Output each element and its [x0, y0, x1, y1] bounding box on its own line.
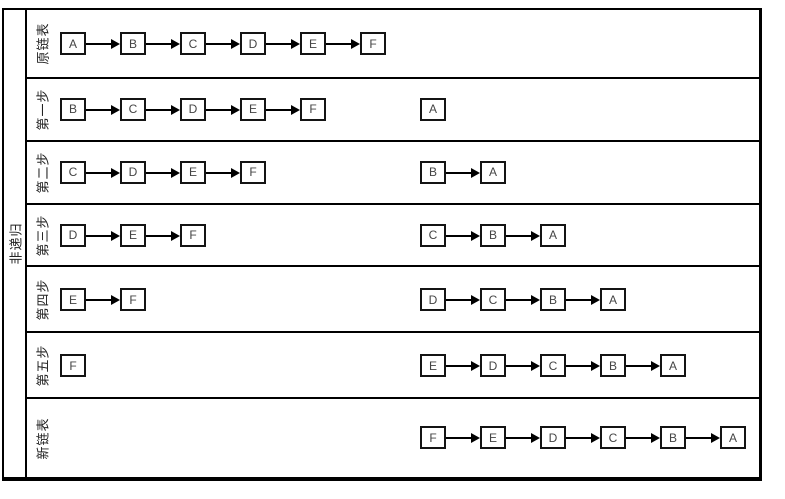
next-pointer-arrow-icon	[266, 104, 300, 115]
next-pointer-arrow-icon	[86, 104, 120, 115]
list-node-e: E	[480, 426, 506, 450]
list-node-d: D	[180, 97, 206, 121]
next-pointer-arrow-icon	[206, 167, 240, 178]
rows-container: 原链表 A B C D E F 第一步 B C D E F A 第二步 C D E F B A 第三步 D E F C B A 第四步 E…	[27, 10, 759, 477]
list-node-c: C	[180, 32, 206, 55]
next-pointer-arrow-icon	[446, 295, 480, 306]
list-node-e: E	[60, 288, 86, 312]
list-node-d: D	[240, 32, 266, 55]
row-label: 第四步	[35, 278, 51, 321]
step-row: 第五步 F E D C B A	[27, 333, 759, 400]
next-pointer-arrow-icon	[566, 295, 600, 306]
row-label-zone: 第五步	[27, 333, 57, 397]
next-pointer-arrow-icon	[206, 104, 240, 115]
row-label: 原链表	[35, 22, 51, 65]
step-row: 第二步 C D E F B A	[27, 142, 759, 205]
list-node-c: C	[120, 97, 146, 121]
next-pointer-arrow-icon	[506, 361, 540, 372]
side-label-cell: 非递归	[4, 10, 27, 477]
list-node-a: A	[600, 288, 626, 312]
next-pointer-arrow-icon	[626, 361, 660, 372]
list-node-c: C	[420, 223, 446, 247]
step-row: 第三步 D E F C B A	[27, 205, 759, 268]
list-node-b: B	[660, 426, 686, 450]
list-node-b: B	[120, 32, 146, 55]
row-label-zone: 原链表	[27, 10, 57, 77]
list-node-b: B	[60, 97, 86, 121]
list-node-d: D	[480, 354, 506, 378]
list-node-b: B	[480, 223, 506, 247]
next-pointer-arrow-icon	[446, 361, 480, 372]
next-pointer-arrow-icon	[506, 230, 540, 241]
list-node-e: E	[180, 160, 206, 184]
list-node-f: F	[180, 223, 206, 247]
next-pointer-arrow-icon	[506, 295, 540, 306]
list-node-a: A	[60, 32, 86, 55]
list-node-c: C	[480, 288, 506, 312]
next-pointer-arrow-icon	[566, 433, 600, 444]
list-node-e: E	[120, 223, 146, 247]
row-label-zone: 新链表	[27, 399, 57, 477]
step-row: 第四步 E F D C B A	[27, 267, 759, 334]
list-node-c: C	[600, 426, 626, 450]
list-node-b: B	[540, 288, 566, 312]
row-label: 第三步	[35, 213, 51, 257]
list-node-d: D	[120, 160, 146, 184]
next-pointer-arrow-icon	[86, 295, 120, 306]
next-pointer-arrow-icon	[146, 39, 180, 49]
list-node-a: A	[540, 223, 566, 247]
linked-list-reversal-table: 非递归 原链表 A B C D E F 第一步 B C D E F A 第二步 C D E F B A 第三步 D E F C B A…	[2, 8, 762, 481]
list-node-b: B	[600, 354, 626, 378]
row-label: 第五步	[35, 344, 51, 387]
next-pointer-arrow-icon	[206, 39, 240, 49]
next-pointer-arrow-icon	[86, 230, 120, 241]
list-node-e: E	[420, 354, 446, 378]
list-node-a: A	[420, 97, 446, 121]
next-pointer-arrow-icon	[446, 230, 480, 241]
list-node-a: A	[720, 426, 746, 450]
next-pointer-arrow-icon	[446, 433, 480, 444]
side-label: 非递归	[8, 222, 24, 265]
list-node-f: F	[240, 160, 266, 184]
list-node-d: D	[540, 426, 566, 450]
list-node-a: A	[480, 160, 506, 184]
list-node-e: E	[240, 97, 266, 121]
next-pointer-arrow-icon	[86, 39, 120, 49]
list-node-f: F	[300, 97, 326, 121]
list-node-e: E	[300, 32, 326, 55]
next-pointer-arrow-icon	[146, 104, 180, 115]
row-label-zone: 第一步	[27, 79, 57, 140]
list-node-f: F	[420, 426, 446, 450]
row-label: 第二步	[35, 151, 51, 194]
row-label-zone: 第三步	[27, 205, 57, 266]
next-pointer-arrow-icon	[266, 39, 300, 49]
next-pointer-arrow-icon	[566, 361, 600, 372]
list-node-a: A	[660, 354, 686, 378]
step-row: 第一步 B C D E F A	[27, 79, 759, 142]
list-node-d: D	[420, 288, 446, 312]
row-label-zone: 第四步	[27, 267, 57, 331]
next-pointer-arrow-icon	[626, 433, 660, 444]
next-pointer-arrow-icon	[686, 433, 720, 444]
row-label-zone: 第二步	[27, 142, 57, 203]
step-row: 新链表 F E D C B A	[27, 399, 759, 477]
next-pointer-arrow-icon	[326, 39, 360, 49]
list-node-b: B	[420, 160, 446, 184]
list-node-c: C	[60, 160, 86, 184]
next-pointer-arrow-icon	[146, 167, 180, 178]
list-node-c: C	[540, 354, 566, 378]
next-pointer-arrow-icon	[146, 230, 180, 241]
row-label: 第一步	[35, 88, 51, 131]
step-row: 原链表 A B C D E F	[27, 10, 759, 79]
list-node-d: D	[60, 223, 86, 247]
list-node-f: F	[60, 354, 86, 378]
next-pointer-arrow-icon	[86, 167, 120, 178]
list-node-f: F	[360, 32, 386, 55]
list-node-f: F	[120, 288, 146, 312]
next-pointer-arrow-icon	[446, 167, 480, 178]
next-pointer-arrow-icon	[506, 433, 540, 444]
row-label: 新链表	[35, 417, 51, 460]
